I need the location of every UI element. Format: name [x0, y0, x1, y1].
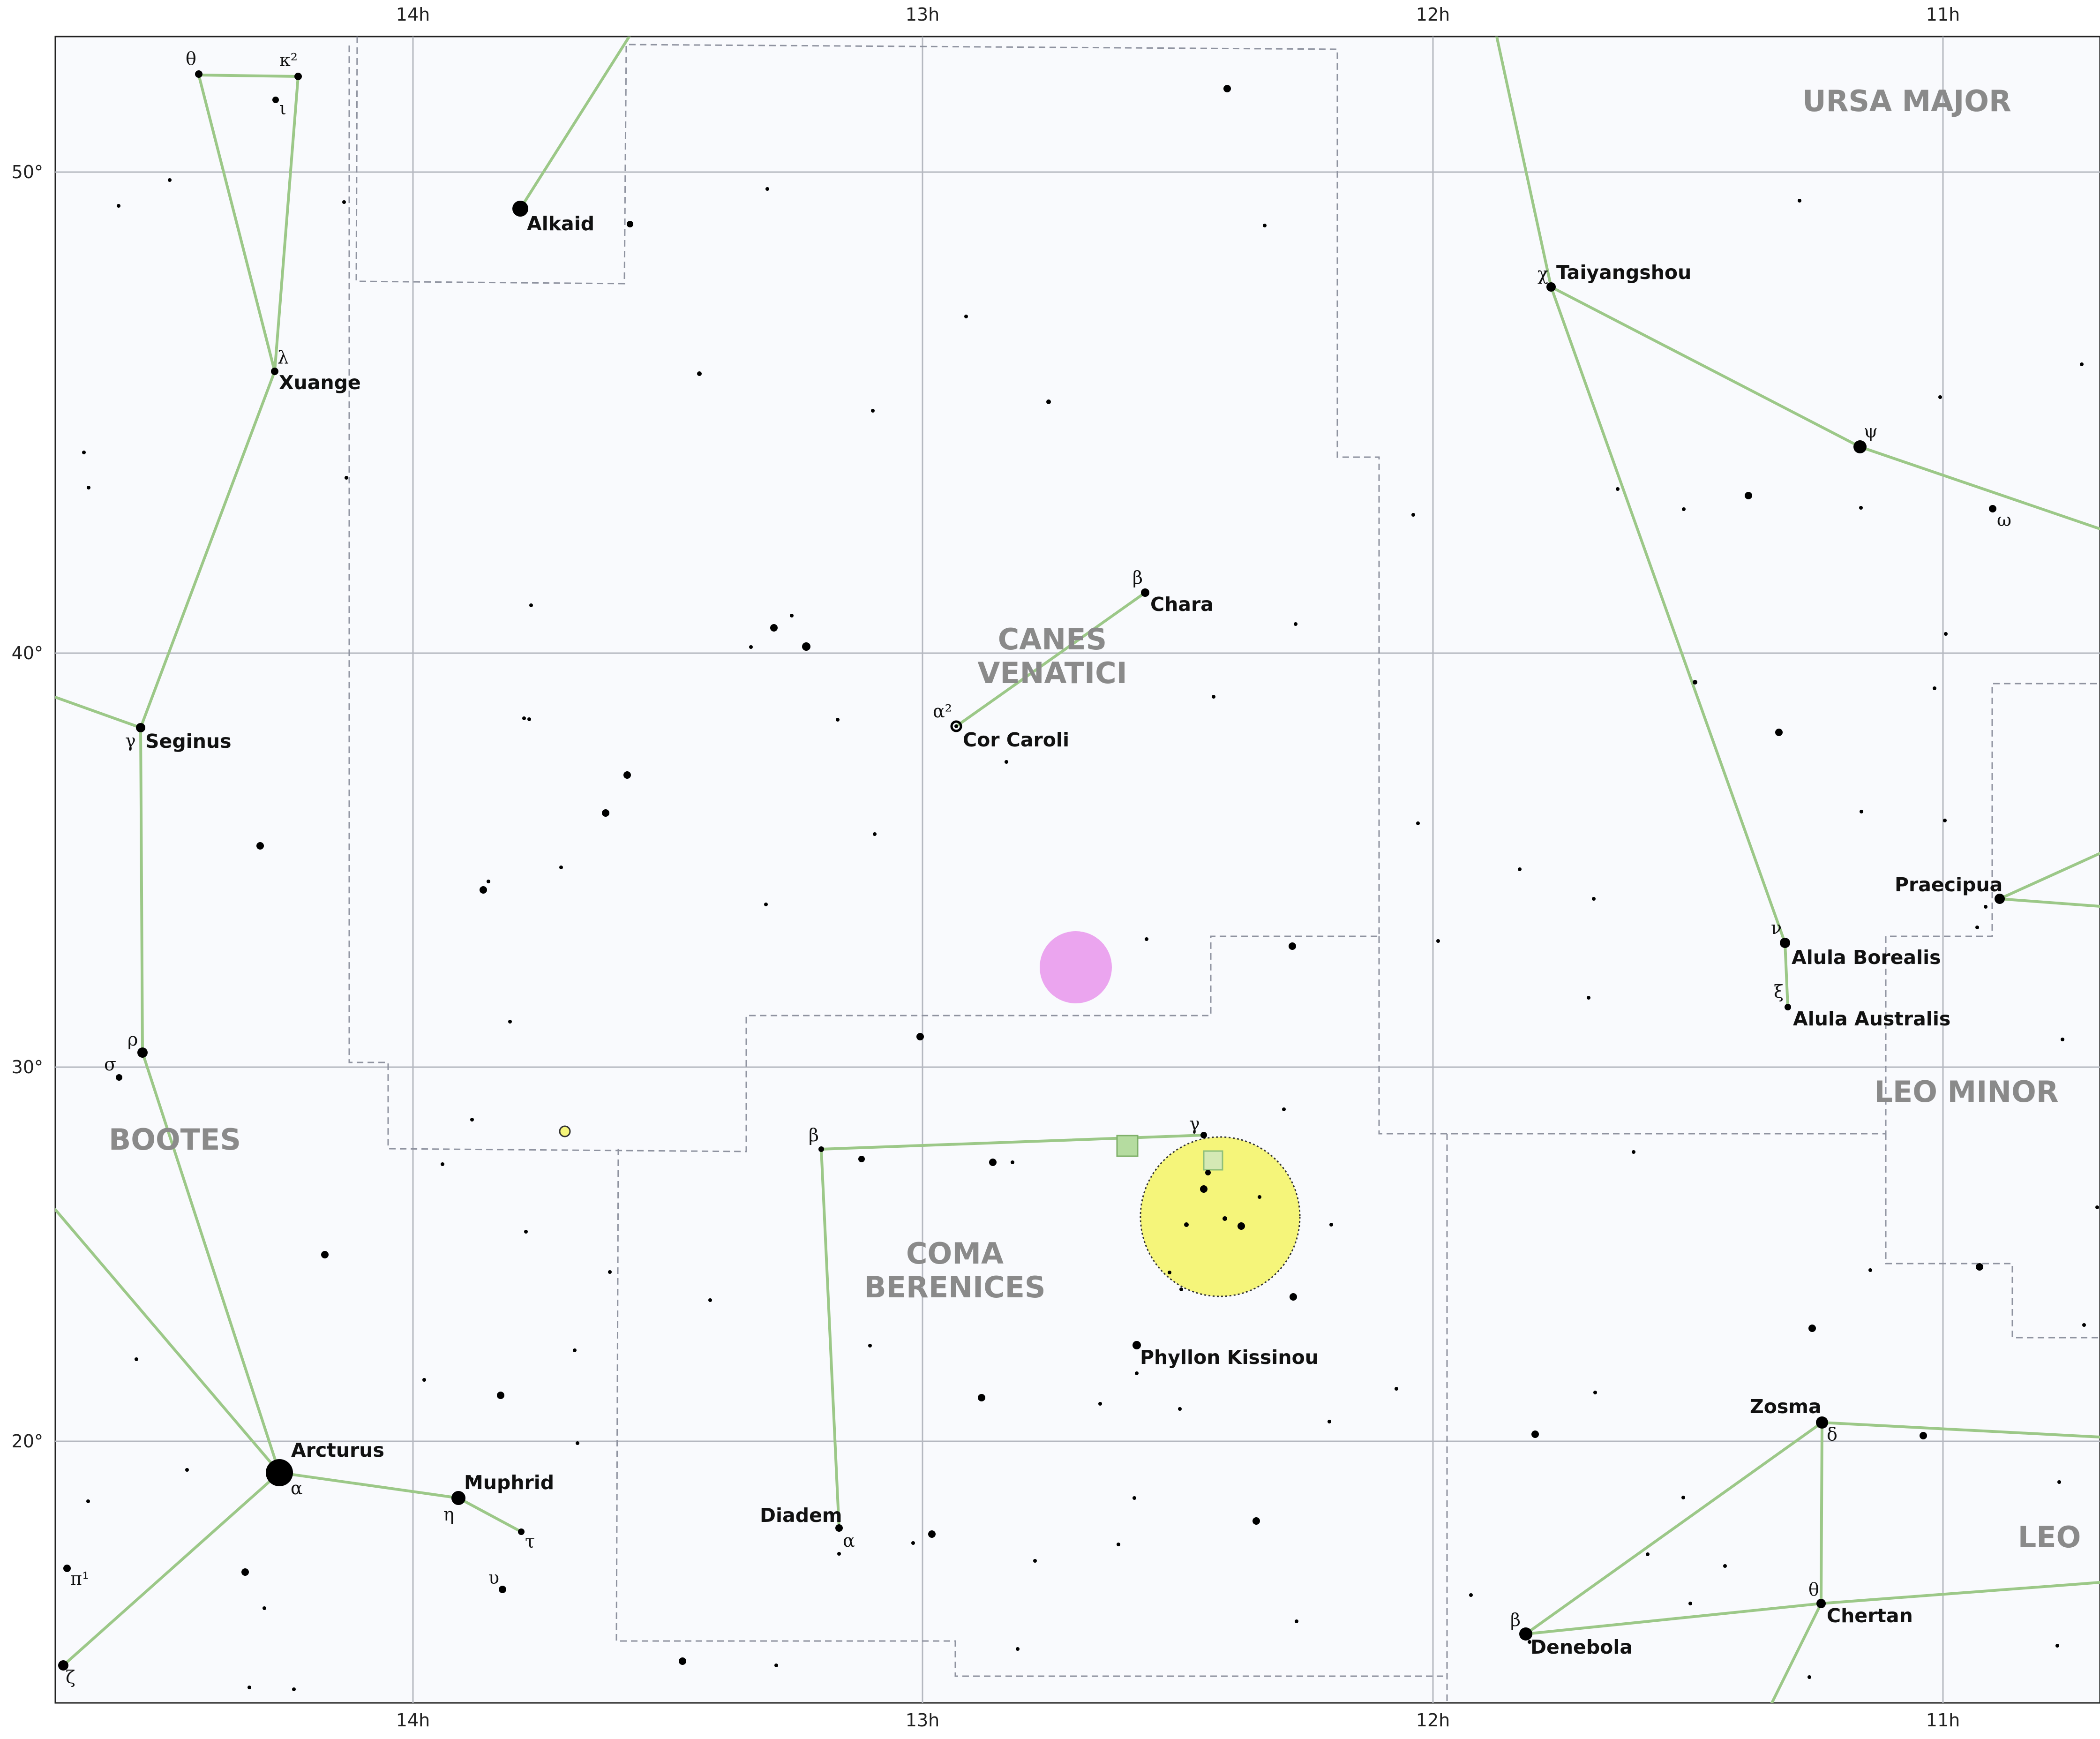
- star-name: Cor Caroli: [963, 729, 1069, 751]
- ra-label: 11h: [1926, 4, 1960, 25]
- greek-letter: γ: [125, 730, 136, 751]
- greek-letter: β: [1132, 567, 1143, 588]
- ra-label: 12h: [1416, 4, 1450, 25]
- galaxy-cluster-marker: [1140, 1136, 1301, 1297]
- star-name: Seginus: [145, 730, 232, 753]
- coordinate-grid: [55, 37, 2100, 1703]
- greek-letter: ρ: [128, 1029, 138, 1050]
- ra-label: 13h: [906, 4, 939, 25]
- constellation-boundaries: [348, 37, 2100, 1703]
- star-name: Alula Borealis: [1792, 946, 1941, 969]
- greek-letter: τ: [525, 1531, 535, 1552]
- greek-letter: θ: [1808, 1579, 1819, 1600]
- stars: [58, 70, 2099, 1691]
- star-name: Zosma: [1750, 1395, 1822, 1418]
- greek-letter: γ: [1189, 1114, 1200, 1134]
- greek-letter: θ: [186, 48, 196, 69]
- greek-letter: σ: [104, 1054, 116, 1075]
- greek-letter: ω: [1997, 510, 2011, 530]
- greek-letter: κ²: [279, 50, 298, 70]
- star-name: Muphrid: [464, 1471, 554, 1494]
- greek-letter: ζ: [66, 1667, 75, 1687]
- star-name: Praecipua: [1895, 873, 2002, 896]
- star-names: Alkaid Xuange Seginus Arcturus Muphrid C…: [145, 212, 2002, 1658]
- star-name: Xuange: [279, 371, 361, 394]
- star-name: Denebola: [1530, 1636, 1633, 1658]
- greek-letter: α: [843, 1530, 855, 1551]
- constellation-name-line: VENATICI: [977, 656, 1127, 690]
- dec-label: 20°: [12, 1431, 43, 1452]
- ra-label: 14h: [396, 4, 430, 25]
- star-name: Arcturus: [291, 1439, 384, 1461]
- ra-label: 11h: [1926, 1710, 1960, 1731]
- greek-letter: ψ: [1864, 421, 1878, 442]
- star-name: Alula Australis: [1793, 1008, 1950, 1030]
- dec-label: 30°: [12, 1057, 43, 1077]
- greek-letter: υ: [488, 1567, 499, 1588]
- galaxy-marker: [1203, 1150, 1223, 1171]
- nebula-marker: [1040, 931, 1112, 1003]
- greek-letter: β: [809, 1125, 819, 1145]
- greek-letter: χ: [1538, 263, 1548, 284]
- star-name: Taiyangshou: [1556, 261, 1691, 284]
- greek-letter: ν: [1771, 918, 1782, 938]
- constellation-name: BOOTES: [109, 1122, 241, 1157]
- planetary-nebula-marker: [559, 1125, 571, 1137]
- greek-letter: δ: [1827, 1424, 1838, 1445]
- ra-axis-labels-bottom: 14h 13h 12h 11h: [396, 1710, 1960, 1731]
- constellation-name-line: COMA: [906, 1236, 1004, 1271]
- ra-label: 13h: [906, 1710, 939, 1731]
- star-name: Chara: [1150, 593, 1214, 616]
- greek-letter: ι: [279, 98, 286, 119]
- greek-letter: π¹: [70, 1568, 89, 1589]
- constellation-name: LEO MINOR: [1874, 1075, 2058, 1109]
- greek-letter: α²: [933, 701, 952, 722]
- greek-letter: α: [291, 1478, 303, 1498]
- star-name: Chertan: [1827, 1604, 1913, 1627]
- dec-axis-labels: 50° 40° 30° 20°: [12, 162, 43, 1452]
- greek-letter: η: [443, 1504, 454, 1525]
- constellation-name: URSA MAJOR: [1802, 84, 2011, 118]
- dec-label: 50°: [12, 162, 43, 182]
- star-name: Diadem: [760, 1504, 842, 1527]
- greek-letter: λ: [278, 347, 289, 368]
- ra-label: 14h: [396, 1710, 430, 1731]
- ra-axis-labels-top: 14h 13h 12h 11h: [396, 4, 1960, 25]
- constellation-name: LEO: [2018, 1520, 2081, 1554]
- galaxy-marker: [1116, 1135, 1139, 1157]
- constellation-name-line: CANES: [998, 622, 1107, 656]
- greek-letter: ξ: [1774, 981, 1784, 1002]
- star-name: Alkaid: [527, 212, 594, 235]
- star-name: Phyllon Kissinou: [1140, 1346, 1319, 1369]
- dec-label: 40°: [12, 643, 43, 663]
- greek-letters: θ κ² ι λ γ ρ σ α η τ υ π¹ ζ β α² β γ α χ…: [66, 48, 2011, 1687]
- greek-letter: β: [1510, 1610, 1521, 1630]
- constellation-name-line: BERENICES: [864, 1270, 1045, 1304]
- ra-label: 12h: [1416, 1710, 1450, 1731]
